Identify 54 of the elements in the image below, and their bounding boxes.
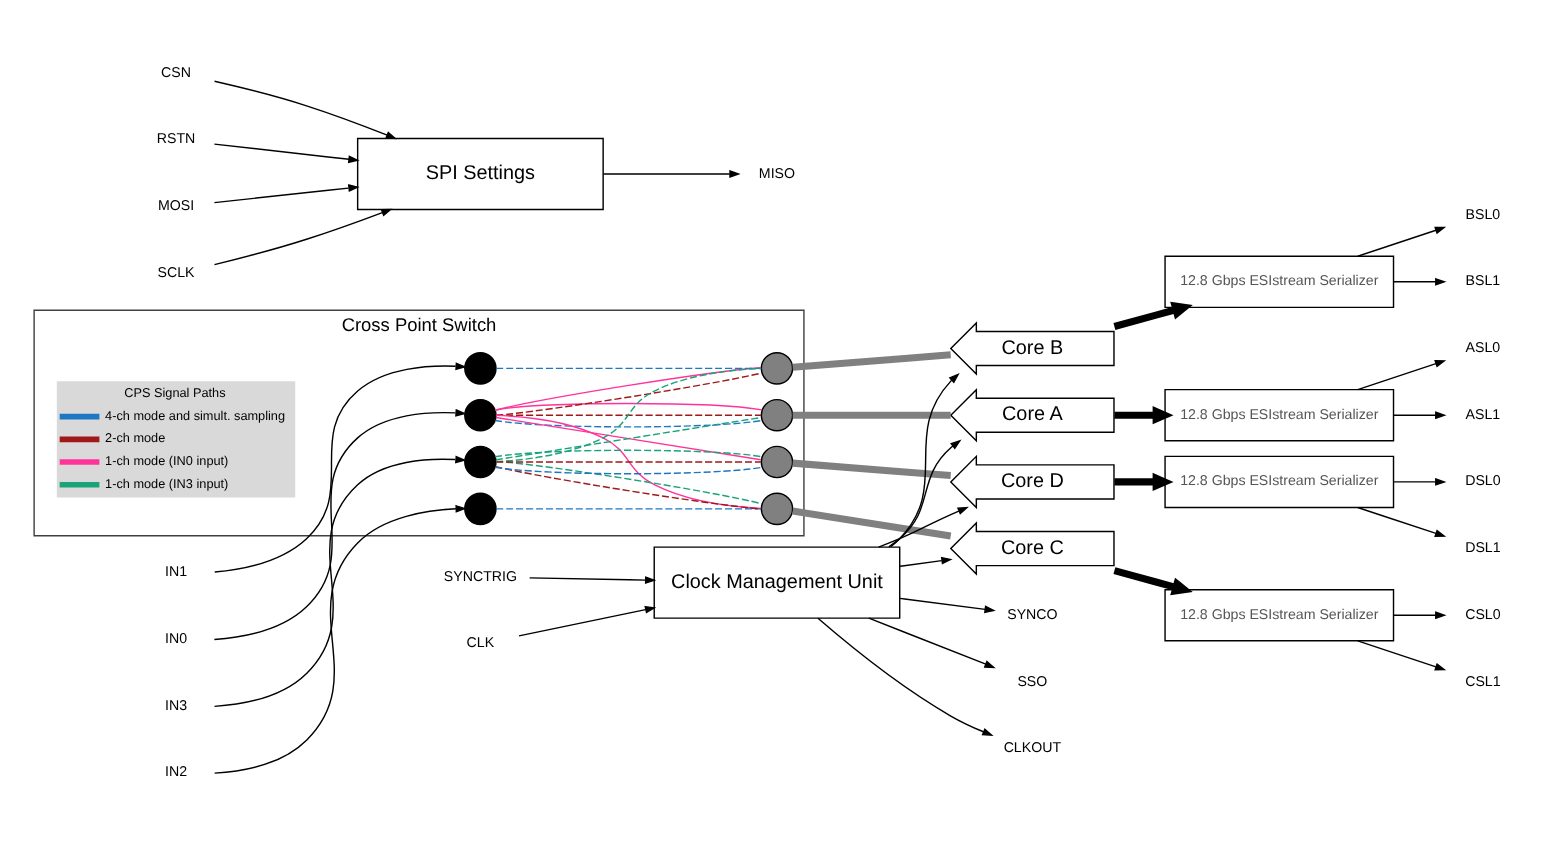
connector xyxy=(495,366,762,369)
connector xyxy=(792,350,951,370)
node-circle xyxy=(464,444,497,478)
arrow xyxy=(213,183,360,203)
arrow xyxy=(1114,405,1174,424)
arrow xyxy=(817,616,994,735)
arrow xyxy=(1357,225,1447,256)
connector xyxy=(495,413,762,509)
connector xyxy=(494,418,763,427)
arrow xyxy=(213,407,467,640)
node-circle xyxy=(464,397,497,431)
arrow xyxy=(888,438,962,547)
node-circle xyxy=(760,444,794,478)
connector xyxy=(495,415,762,460)
arrow xyxy=(1114,471,1174,491)
arrow xyxy=(213,79,398,139)
connector xyxy=(495,460,762,462)
arrow xyxy=(528,575,657,584)
connector xyxy=(494,465,763,474)
arrow xyxy=(1393,276,1447,285)
arrow xyxy=(1357,505,1447,537)
arrow xyxy=(1393,476,1447,485)
connector xyxy=(495,366,762,462)
node-circle xyxy=(760,351,794,384)
node-circle xyxy=(464,491,497,525)
arrow xyxy=(1357,639,1447,670)
arrow xyxy=(213,207,393,265)
arrow xyxy=(213,503,467,773)
connector xyxy=(792,410,951,418)
connector xyxy=(494,448,763,457)
connector xyxy=(495,413,762,415)
node-box: SPI Settings xyxy=(356,136,604,210)
node-box: Clock Management Unit xyxy=(653,545,901,618)
arrow xyxy=(899,596,996,613)
arrow xyxy=(214,361,467,572)
arrow xyxy=(899,555,953,566)
arrow xyxy=(1357,359,1447,390)
arrow xyxy=(1113,300,1193,329)
arrow xyxy=(1113,566,1193,595)
node-circle xyxy=(760,397,794,431)
arrow xyxy=(890,371,960,547)
connector xyxy=(792,506,952,539)
arrow xyxy=(213,454,467,707)
connector xyxy=(792,458,951,479)
connector xyxy=(495,507,762,509)
arrow xyxy=(1393,610,1447,619)
arrow xyxy=(868,616,996,668)
arrow xyxy=(518,604,657,636)
arrow xyxy=(1393,410,1447,419)
node-circle xyxy=(760,491,794,525)
arrow xyxy=(213,142,360,163)
arrow xyxy=(602,169,741,177)
node-circle xyxy=(464,351,497,384)
arrow xyxy=(877,505,969,547)
